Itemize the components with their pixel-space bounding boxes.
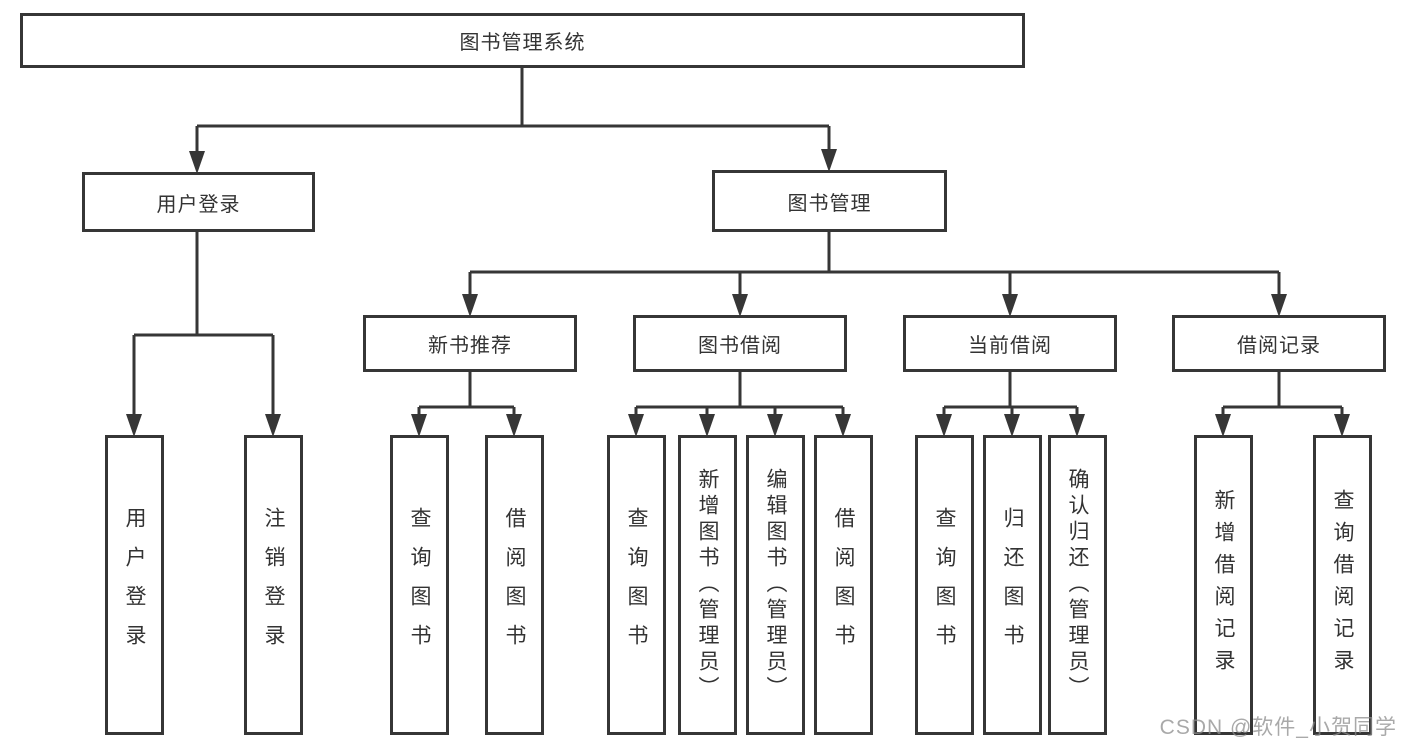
leaf-logout-label: 注销登录 xyxy=(262,507,285,663)
leaf-confirm-return-admin: 确认归还（管理员） xyxy=(1048,435,1107,735)
node-root-label: 图书管理系统 xyxy=(459,32,586,54)
csdn-watermark: CSDN @软件_小贺同学 xyxy=(1159,716,1397,739)
leaf-confirm-return-admin-label: 确认归还（管理员） xyxy=(1066,468,1089,702)
leaf-borrow-books: 借阅图书 xyxy=(814,435,873,735)
leaf-add-books-admin-label: 新增图书（管理员） xyxy=(696,468,719,702)
node-user-login-label: 用户登录 xyxy=(156,193,241,216)
leaf-add-books-admin: 新增图书（管理员） xyxy=(678,435,737,735)
node-current-borrowing-label: 当前借阅 xyxy=(968,335,1052,357)
node-new-book-recommend: 新书推荐 xyxy=(363,315,577,372)
node-book-management: 图书管理 xyxy=(712,170,947,232)
leaf-edit-books-admin-label: 编辑图书（管理员） xyxy=(764,468,787,702)
leaf-return-books: 归还图书 xyxy=(983,435,1042,735)
leaf-query-books-borrowing-label: 查询图书 xyxy=(625,507,648,663)
leaf-user-login: 用户登录 xyxy=(105,435,164,735)
leaf-borrow-books-label: 借阅图书 xyxy=(832,507,855,663)
node-new-book-recommend-label: 新书推荐 xyxy=(428,335,512,357)
leaf-user-login-label: 用户登录 xyxy=(123,507,146,663)
leaf-query-books-recommend-label: 查询图书 xyxy=(408,507,431,663)
node-borrowing-records-label: 借阅记录 xyxy=(1237,335,1321,357)
node-current-borrowing: 当前借阅 xyxy=(903,315,1117,372)
node-root-system: 图书管理系统 xyxy=(20,13,1025,68)
leaf-borrow-books-recommend: 借阅图书 xyxy=(485,435,544,735)
leaf-query-books-recommend: 查询图书 xyxy=(390,435,449,735)
node-borrowing-records: 借阅记录 xyxy=(1172,315,1386,372)
leaf-query-books-borrowing: 查询图书 xyxy=(607,435,666,735)
leaf-logout: 注销登录 xyxy=(244,435,303,735)
leaf-return-books-label: 归还图书 xyxy=(1001,507,1024,663)
leaf-add-borrow-record-label: 新增借阅记录 xyxy=(1212,489,1235,681)
node-book-borrowing-label: 图书借阅 xyxy=(698,335,782,357)
leaf-query-borrow-record: 查询借阅记录 xyxy=(1313,435,1372,735)
leaf-query-books-current: 查询图书 xyxy=(915,435,974,735)
node-user-login: 用户登录 xyxy=(82,172,315,232)
leaf-borrow-books-recommend-label: 借阅图书 xyxy=(503,507,526,663)
leaf-edit-books-admin: 编辑图书（管理员） xyxy=(746,435,805,735)
node-book-borrowing: 图书借阅 xyxy=(633,315,847,372)
leaf-query-borrow-record-label: 查询借阅记录 xyxy=(1331,489,1354,681)
leaf-query-books-current-label: 查询图书 xyxy=(933,507,956,663)
node-book-management-label: 图书管理 xyxy=(787,192,872,215)
leaf-add-borrow-record: 新增借阅记录 xyxy=(1194,435,1253,735)
